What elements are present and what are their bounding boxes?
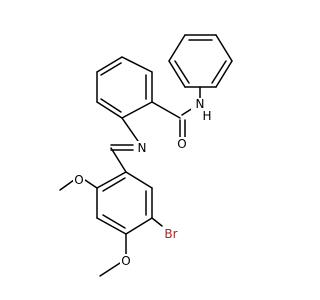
bond xyxy=(215,60,233,88)
central-ring xyxy=(96,56,153,119)
atom-o-ortho-label: O xyxy=(73,173,85,187)
imine-group xyxy=(110,117,139,173)
atom-o-amide-label: O xyxy=(176,137,188,151)
structure-svg: N H O N O O Br xyxy=(59,34,233,277)
atom-label-nh-n: N xyxy=(196,97,205,111)
bond xyxy=(121,101,153,119)
phenyl-ring xyxy=(168,34,233,88)
structure-canvas: N H O N O O Br xyxy=(59,34,233,277)
bond xyxy=(96,101,123,119)
bond xyxy=(168,34,186,62)
bond xyxy=(125,217,153,235)
bond xyxy=(121,117,139,142)
bond xyxy=(211,60,227,84)
bond xyxy=(215,34,233,62)
bond xyxy=(96,171,127,189)
atom-label-imine-n: N xyxy=(138,141,147,155)
bond xyxy=(151,217,163,227)
atom-label-para-o: O xyxy=(121,254,130,268)
bromodimethoxy-ring xyxy=(96,171,153,235)
bond xyxy=(151,101,181,119)
atom-label-amide-o: O xyxy=(177,137,186,151)
bond xyxy=(100,98,122,113)
substituent-bonds xyxy=(59,179,163,277)
atom-label-bromo: Br xyxy=(164,227,177,241)
bond xyxy=(100,62,122,76)
bond xyxy=(168,60,186,88)
atom-nh-label: N H xyxy=(191,97,212,126)
bond xyxy=(110,147,127,173)
atom-o-para-label: O xyxy=(120,254,132,268)
bond xyxy=(102,214,126,229)
bond xyxy=(96,56,123,73)
bond xyxy=(84,179,98,189)
bond xyxy=(121,56,153,73)
bond xyxy=(102,177,126,192)
bond xyxy=(99,262,121,277)
bond xyxy=(174,60,190,84)
bond xyxy=(59,179,75,191)
atom-label-ortho-o: O xyxy=(74,173,83,187)
bond xyxy=(96,217,127,235)
atom-n-imine-label: N xyxy=(136,141,148,155)
atom-label-nh-h: H xyxy=(202,109,211,123)
atom-br-label: Br xyxy=(161,227,181,241)
bond xyxy=(125,171,153,189)
